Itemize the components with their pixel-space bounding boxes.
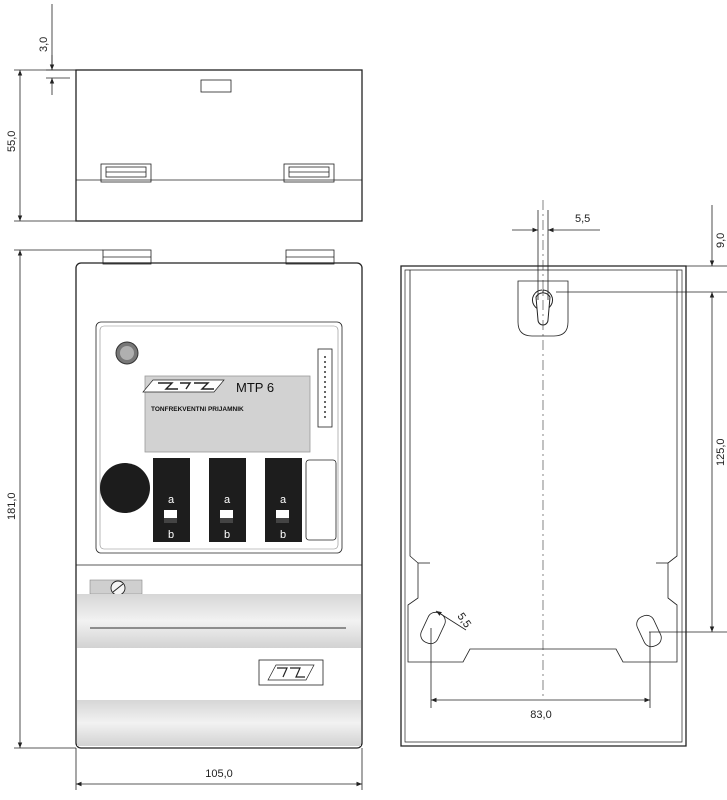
dim-top-gap: 3,0 [38,4,90,95]
dim-label-total-width: 105,0 [205,768,233,780]
svg-text:a: a [224,494,231,506]
svg-text:b: b [280,529,286,541]
dim-mount-horizontal: 83,0 [430,628,651,721]
inner-panel [95,321,343,554]
model-label: MTP 6 [236,380,274,395]
side-strip [317,348,333,428]
dim-label-mount-vertical: 125,0 [715,438,727,466]
dim-label-hole-width: 5,5 [575,213,590,225]
dim-label-total-height: 181,0 [6,492,18,520]
svg-text:a: a [168,494,175,506]
back-inner-profile [407,270,678,663]
device-subtitle: TONFREKVENTNI PRIJAMNIK [151,406,244,413]
dim-total-height: 181,0 [6,249,103,749]
dim-label-top-gap: 3,0 [38,37,50,52]
dim-label-top-offset: 9,0 [715,233,727,248]
front-view: MTP 6 TONFREKVENTNI PRIJAMNIK a b a b a [75,249,363,749]
svg-text:b: b [168,529,174,541]
hinge-left [100,163,152,183]
terminal-cover-band [77,594,361,648]
switch-module-3: a b [265,458,302,542]
dim-top-offset: 9,0 [556,205,727,293]
keyhole-boss [517,280,569,337]
meter-body [75,262,363,749]
top-view [75,69,363,222]
blank-module [305,459,337,541]
svg-text:b: b [224,529,230,541]
cover-outline [75,69,363,222]
dim-slot-size: 5,5 [435,610,474,631]
dim-label-slot-size: 5,5 [455,611,474,630]
dim-mount-vertical: 125,0 [649,292,727,633]
svg-text:a: a [280,494,287,506]
bottom-band [77,700,361,746]
cover-slot [200,79,232,93]
front-label-plate [258,659,324,686]
hinge-right [283,163,335,183]
dim-label-cover-height: 55,0 [6,131,18,152]
dim-cover-height: 55,0 [6,69,76,222]
switch-module-2: a b [209,458,246,542]
dim-label-mount-horizontal: 83,0 [530,709,551,721]
brand-logo [142,379,225,393]
dim-hole-width: 5,5 [512,210,600,300]
reset-knob[interactable] [100,463,150,513]
mount-slot-left [420,611,446,645]
switch-module-1: a b [153,458,190,542]
mount-slot-right [636,614,662,648]
back-outline [400,265,687,747]
back-view [400,200,687,747]
dim-total-width: 105,0 [75,748,363,790]
